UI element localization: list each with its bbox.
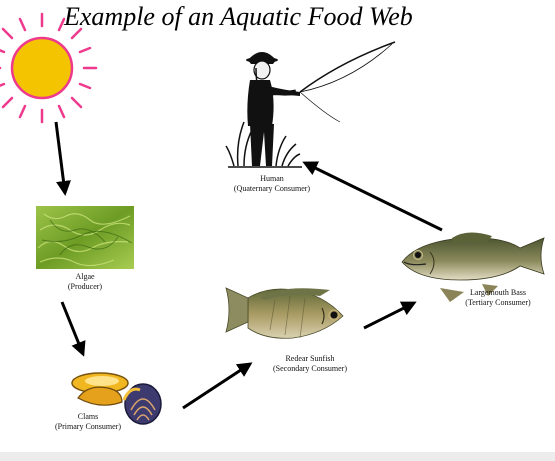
- bass-photo: [401, 232, 545, 302]
- sunfish-photo: [225, 287, 344, 339]
- bass-label: Largemouth Bass (Tertiary Consumer): [448, 288, 548, 308]
- arrow-bass-to-human: [302, 161, 443, 232]
- algae-role: (Producer): [67, 282, 103, 291]
- sunfish-role: (Secondary Consumer): [273, 364, 347, 373]
- human-label: Human (Quaternary Consumer): [222, 174, 322, 194]
- sun-icon: [0, 12, 98, 124]
- arrow-algae-to-clams: [60, 301, 86, 357]
- algae-name: Algae: [75, 272, 95, 281]
- arrow-clams-to-sunfish: [182, 362, 253, 410]
- energy-arrows: [54, 121, 443, 410]
- clams-photo: [71, 372, 162, 425]
- bottom-scroll-strip: [0, 452, 555, 461]
- human-name: Human: [260, 174, 284, 183]
- algae-label: Algae (Producer): [60, 272, 110, 292]
- arrow-sunfish-to-bass: [363, 301, 417, 330]
- sunfish-label: Redear Sunfish (Secondary Consumer): [260, 354, 360, 374]
- bass-role: (Tertiary Consumer): [465, 298, 531, 307]
- human-role: (Quaternary Consumer): [233, 184, 311, 193]
- clams-label: Clams (Primary Consumer): [48, 412, 128, 432]
- clams-name: Clams: [77, 412, 99, 421]
- diagram-title: Example of an Aquatic Food Web: [64, 2, 413, 31]
- algae-photo: [36, 206, 134, 269]
- bass-name: Largemouth Bass: [469, 288, 527, 297]
- sunfish-name: Redear Sunfish: [285, 354, 335, 363]
- arrow-sun-to-algae: [54, 121, 71, 196]
- clams-role: (Primary Consumer): [55, 422, 121, 431]
- fisherman-silhouette: [225, 41, 396, 168]
